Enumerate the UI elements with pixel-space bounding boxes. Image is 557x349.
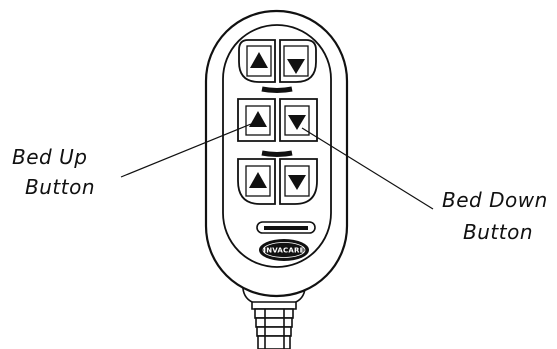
bed-down-leader-line bbox=[301, 127, 434, 210]
up-arrow-icon bbox=[249, 172, 267, 188]
invacare-logo: INVACARE bbox=[259, 239, 309, 261]
bed-up-label-line1: Bed Up bbox=[12, 145, 87, 169]
row-3-up-button[interactable] bbox=[237, 158, 276, 205]
down-arrow-icon bbox=[288, 115, 306, 130]
bed-up-leader-line bbox=[120, 123, 252, 178]
row-1-down-button[interactable] bbox=[279, 39, 317, 83]
bed-down-label-line1: Bed Down bbox=[442, 188, 548, 212]
row-1-up-button[interactable] bbox=[238, 39, 276, 83]
separator-bar-2 bbox=[261, 150, 293, 157]
logo-text: INVACARE bbox=[263, 247, 304, 255]
up-arrow-icon bbox=[249, 111, 267, 127]
bed-down-label-line2: Button bbox=[463, 220, 533, 244]
bed-up-button[interactable] bbox=[237, 98, 276, 142]
bed-down-button[interactable] bbox=[279, 98, 318, 142]
down-arrow-icon bbox=[288, 175, 306, 190]
bed-up-label-line2: Button bbox=[25, 175, 95, 199]
up-arrow-icon bbox=[250, 52, 268, 68]
down-arrow-icon bbox=[287, 59, 305, 74]
row-3-down-button[interactable] bbox=[279, 158, 318, 205]
status-slot bbox=[256, 221, 316, 234]
separator-bar-1 bbox=[261, 86, 293, 93]
